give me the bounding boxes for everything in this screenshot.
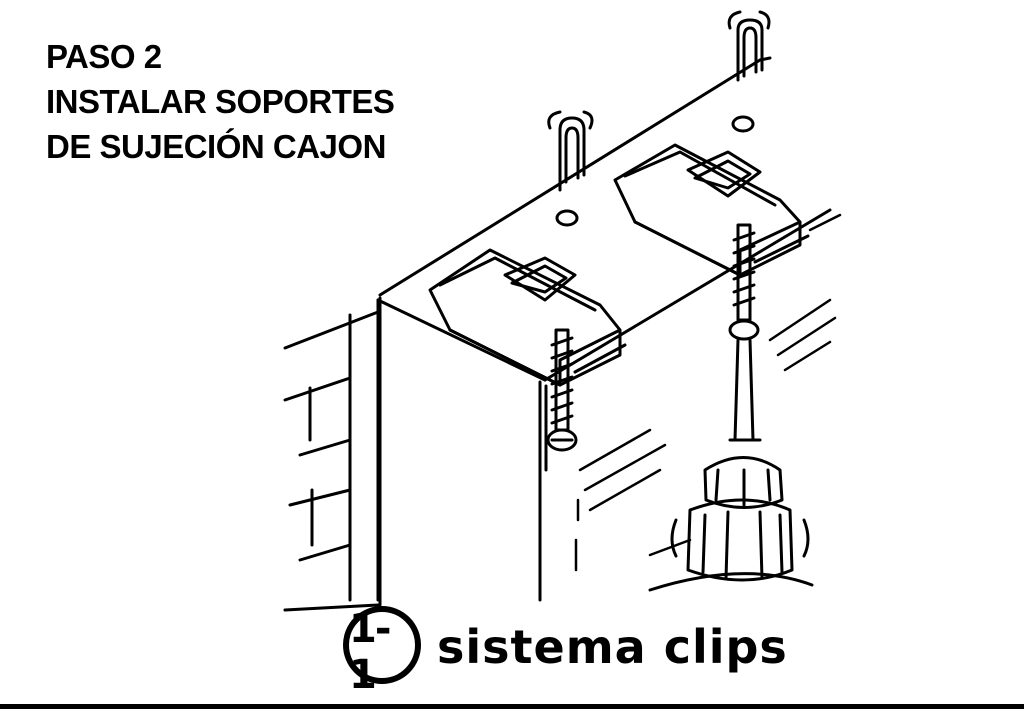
brick-wall: [283, 298, 380, 612]
step-heading: PASO 2 INSTALAR SOPORTES DE SUJECIÓN CAJ…: [46, 34, 395, 169]
wall-hook-right: [727, 10, 771, 82]
screw-right: [728, 223, 760, 341]
beam-hole: [731, 115, 755, 133]
wall-hook-left: [547, 110, 594, 192]
caption-text: sistema clips: [437, 620, 788, 674]
figure-number-badge: 1-1: [343, 606, 421, 698]
screwdriver: [648, 338, 814, 592]
side-panel: [378, 296, 548, 607]
beam-hole: [555, 209, 579, 227]
figure-number: 1-1: [349, 606, 391, 698]
screw-left: [546, 328, 578, 452]
clip-bracket-left: [428, 248, 627, 387]
bottom-rule: [0, 704, 1024, 709]
step-number: PASO 2: [46, 38, 162, 75]
clip-bracket-right: [613, 143, 810, 277]
hatching: [574, 213, 842, 572]
step-title-line-1: INSTALAR SOPORTES: [46, 83, 395, 120]
figure-caption: 1-1 sistema clips: [343, 600, 788, 698]
step-title-line-2: DE SUJECIÓN CAJON: [46, 128, 386, 165]
top-beam: [376, 56, 832, 382]
